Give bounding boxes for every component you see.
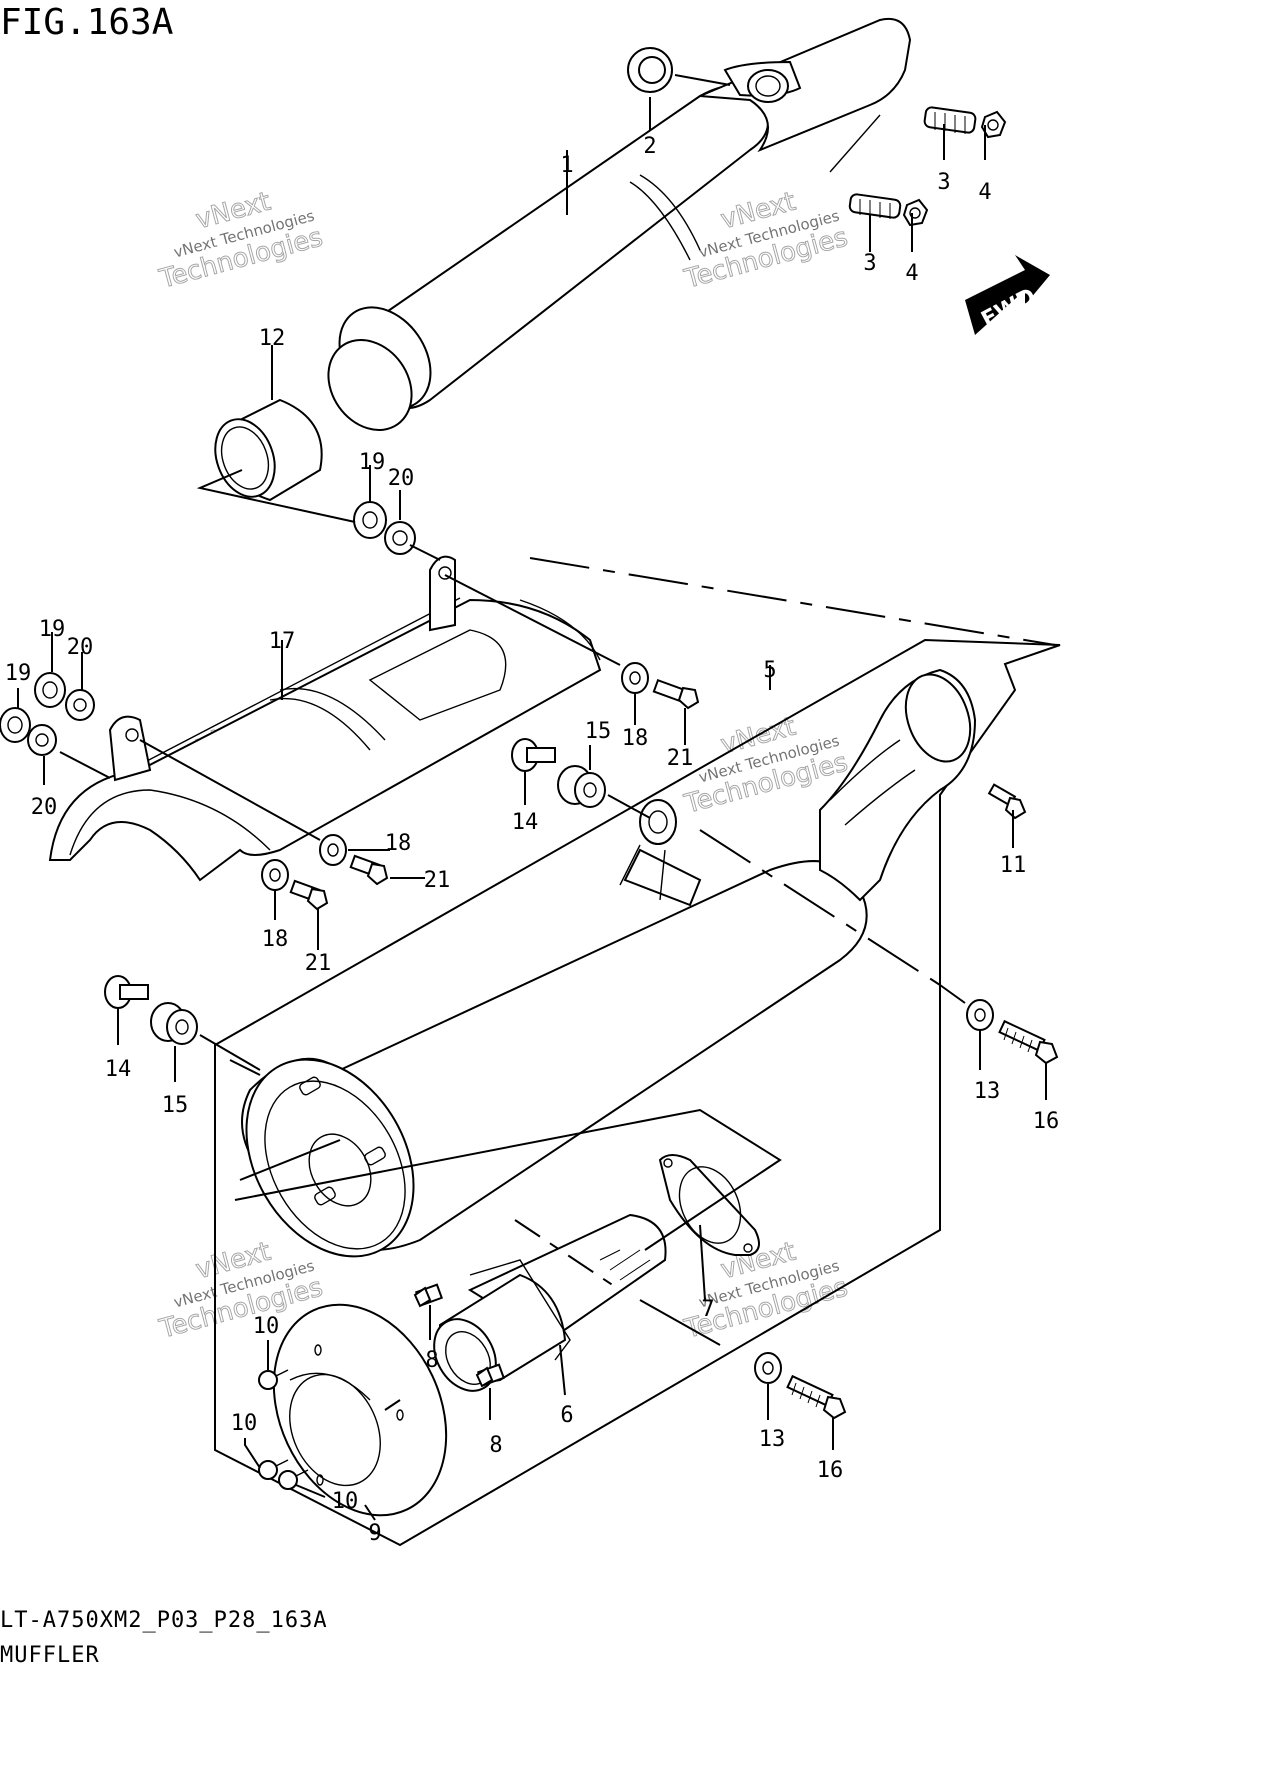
- callout-13: 13: [974, 1079, 1001, 1104]
- drawing-code: LT-A750XM2_P03_P28_163A: [0, 1608, 328, 1633]
- bolt-part-16-upper: [998, 1019, 1059, 1065]
- screw-part-10-top: [258, 1369, 289, 1390]
- callout-12: 12: [259, 326, 286, 351]
- bushing-part-15-left: [150, 1002, 198, 1045]
- callout-19: 19: [39, 617, 66, 642]
- washer-part-13-upper: [966, 999, 994, 1031]
- leader-lines: [17, 74, 1056, 1521]
- callout-numbers: 1 2 3 4 3 4 12 19 20 17 19 20 19 20 5 15…: [5, 134, 1060, 1546]
- callout-20: 20: [388, 466, 415, 491]
- callout-18: 18: [622, 726, 649, 751]
- callout-17: 17: [269, 629, 296, 654]
- callout-3: 3: [863, 251, 876, 276]
- callout-19: 19: [359, 450, 386, 475]
- bolt-part-16-lower: [786, 1374, 847, 1420]
- drawing-name: MUFFLER: [0, 1643, 100, 1668]
- bolt-part-8-upper: [413, 1283, 444, 1308]
- washer-part-18-right: [621, 662, 649, 694]
- callout-3: 3: [937, 170, 950, 195]
- callout-19: 19: [5, 661, 32, 686]
- callout-8: 8: [489, 1433, 502, 1458]
- callout-10: 10: [253, 1314, 280, 1339]
- bolt-part-21-right: [652, 678, 700, 710]
- sleeve-part-12: [214, 398, 323, 502]
- callout-10: 10: [332, 1489, 359, 1514]
- callout-14: 14: [512, 810, 539, 835]
- gasket-part-7: [658, 1154, 760, 1256]
- callout-16: 16: [1033, 1109, 1060, 1134]
- grommet-part-20-left-a: [65, 689, 95, 721]
- callout-15: 15: [162, 1093, 189, 1118]
- callout-9: 9: [368, 1521, 381, 1546]
- grommet-part-20-upper: [384, 521, 416, 555]
- callout-20: 20: [31, 795, 58, 820]
- callout-20: 20: [67, 635, 94, 660]
- collar-part-14-left: [104, 975, 149, 1009]
- washer-part-19-left-a: [34, 672, 66, 708]
- end-cap-part-9: [272, 1303, 448, 1517]
- callout-21: 21: [305, 951, 332, 976]
- callout-16: 16: [817, 1458, 844, 1483]
- callout-13: 13: [759, 1427, 786, 1452]
- screw-part-10-bottom-a: [258, 1459, 289, 1480]
- bushing-part-15-middle: [557, 765, 606, 808]
- spark-arrester-part-6: [433, 1213, 667, 1392]
- callout-7: 7: [701, 1297, 714, 1322]
- callout-18: 18: [262, 927, 289, 952]
- exhaust-pipe-part-1: [327, 18, 912, 431]
- callout-2: 2: [643, 134, 656, 159]
- callout-4: 4: [978, 180, 991, 205]
- grommet-part-20-left-b: [27, 724, 57, 756]
- screw-part-10-bottom-b: [278, 1469, 309, 1490]
- collar-part-14-middle: [511, 738, 556, 772]
- callout-15: 15: [585, 719, 612, 744]
- gasket-part-2: [627, 47, 673, 93]
- muffler-part-5: [214, 638, 1061, 1547]
- callout-4: 4: [905, 261, 918, 286]
- bolt-part-21-lower: [289, 879, 329, 911]
- callout-21: 21: [424, 868, 451, 893]
- washer-part-18-middle: [319, 834, 347, 866]
- callout-5: 5: [763, 658, 776, 683]
- washer-part-19-left-b: [0, 707, 31, 743]
- callout-8: 8: [425, 1348, 438, 1373]
- bolt-part-11: [987, 783, 1027, 820]
- washer-part-19-upper: [353, 501, 387, 539]
- washer-part-13-lower: [754, 1352, 782, 1384]
- fwd-arrow-icon: FWD: [965, 255, 1050, 335]
- callout-1: 1: [560, 153, 573, 178]
- callout-11: 11: [1000, 853, 1027, 878]
- bolt-part-21-middle: [349, 854, 389, 886]
- callout-10: 10: [231, 1411, 258, 1436]
- nut-part-4: [902, 110, 1007, 227]
- washer-part-18-lower: [261, 859, 289, 891]
- callout-6: 6: [560, 1403, 573, 1428]
- figure-title: FIG.163A: [0, 2, 174, 43]
- callout-21: 21: [667, 746, 694, 771]
- callout-14: 14: [105, 1057, 132, 1082]
- callout-18: 18: [385, 831, 412, 856]
- bolt-part-8-lower: [475, 1363, 506, 1388]
- stud-part-3: [848, 106, 977, 219]
